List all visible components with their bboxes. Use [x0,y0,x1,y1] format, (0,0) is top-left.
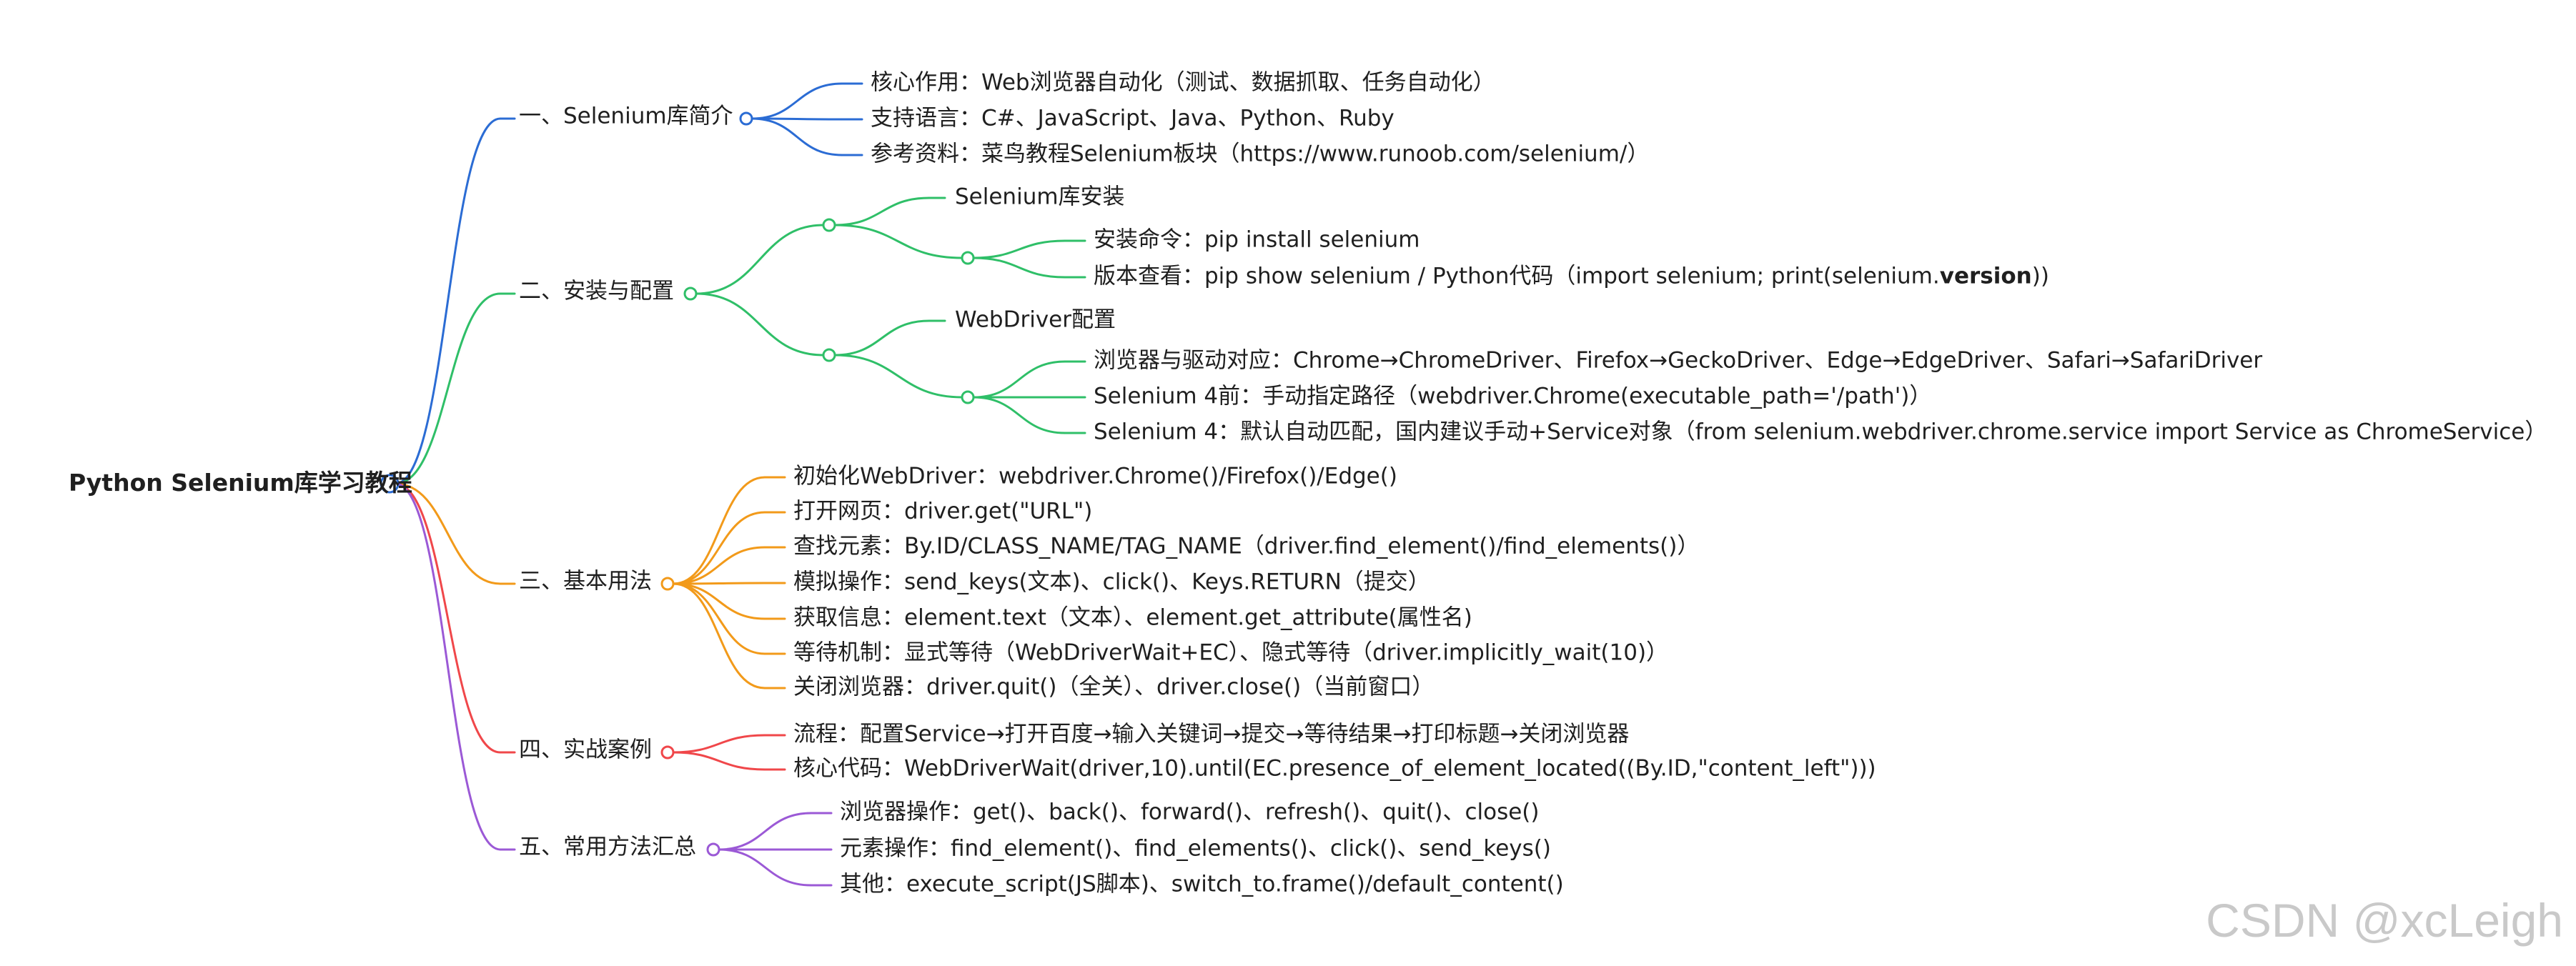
section-3-item-4-branch [672,582,766,585]
section-2-group-2-branch [695,292,825,357]
section-2-group-1-sub-branch [833,224,963,259]
section-2-label: 二、安装与配置 [519,278,674,304]
section-5-node[interactable] [706,842,720,857]
section-4-label: 四、实战案例 [519,737,652,763]
section-3-item-3-branch [672,546,766,585]
section-2-group-1-node[interactable] [822,218,836,232]
section-2-group-2-title: WebDriver配置 [955,307,1116,333]
list-item: 浏览器操作：get()、back()、forward()、refresh()、q… [840,799,1540,825]
section-4-item-1-branch [672,734,766,754]
section-3-node[interactable] [660,577,675,591]
item-text-after: )) [2031,263,2049,289]
section-5-branch [394,482,502,851]
section-2-group-1-branch [695,224,825,295]
section-3-item-1-branch [672,476,766,585]
list-item: 获取信息：element.text（文本）、element.get_attrib… [793,604,1472,631]
section-5-label: 五、常用方法汇总 [519,834,696,860]
list-item: 关闭浏览器：driver.quit()（全关）、driver.close()（当… [793,674,1435,700]
list-item: 参考资料：菜鸟教程Selenium板块（https://www.runoob.c… [871,141,1650,167]
section-1-item-1-branch [750,82,843,120]
list-item: 其他：execute_script(JS脚本)、switch_to.frame(… [840,871,1564,897]
list-item: Selenium 4前：手动指定路径（webdriver.Chrome(exec… [1094,383,1932,409]
section-5-item-1-branch [718,812,813,851]
section-2-group-2-item-1-branch [972,360,1066,399]
section-3-item-7-branch [672,582,766,689]
item-text-bold: version [1939,263,2032,289]
section-2-group-1-item-1-branch [972,239,1066,259]
section-2-group-2-sub-node[interactable] [961,390,975,404]
list-item: 核心代码：WebDriverWait(driver,10).until(EC.p… [793,755,1876,782]
section-2-branch [394,292,502,485]
section-2-group-1-sub-node[interactable] [961,251,975,265]
list-item: 等待机制：显式等待（WebDriverWait+EC）、隐式等待（driver.… [793,639,1669,666]
list-item: Selenium 4：默认自动匹配，国内建议手动+Service对象（from … [1094,419,2547,445]
section-3-item-5-branch [672,582,766,620]
list-item: 支持语言：C#、JavaScript、Java、Python、Ruby [871,105,1394,131]
section-2-group-1-title-branch [833,196,931,226]
section-5-item-3-branch [718,848,813,887]
section-4-item-2-branch [672,751,766,771]
list-item: 元素操作：find_element()、find_elements()、clic… [840,835,1551,862]
list-item: 安装命令：pip install selenium [1094,226,1420,253]
section-3-item-2-branch [672,511,766,585]
root-node-label: Python Selenium库学习教程 [69,469,412,497]
section-2-node[interactable] [683,287,698,301]
section-2-group-2-sub-branch [833,354,963,399]
section-2-group-2-title-branch [833,319,931,357]
root-node[interactable] [380,474,400,494]
list-item: 浏览器与驱动对应：Chrome→ChromeDriver、Firefox→Gec… [1094,347,2263,374]
section-3-item-6-branch [672,582,766,655]
section-4-branch [394,482,502,754]
list-item: 流程：配置Service→打开百度→输入关键词→提交→等待结果→打印标题→关闭浏… [793,721,1630,747]
section-1-node[interactable] [739,111,753,126]
section-3-label: 三、基本用法 [519,568,652,594]
list-item: 模拟操作：send_keys(文本)、click()、Keys.RETURN（提… [793,569,1430,595]
section-2-group-2-item-3-branch [972,396,1066,434]
section-2-group-1-title: Selenium库安装 [955,184,1125,210]
section-1-label: 一、Selenium库简介 [519,103,733,129]
section-1-branch [394,117,502,485]
list-item: 查找元素：By.ID/CLASS_NAME/TAG_NAME（driver.fi… [793,533,1700,559]
section-4-node[interactable] [660,745,675,760]
watermark: CSDN @xcLeigh [2206,894,2563,947]
list-item: 核心作用：Web浏览器自动化（测试、数据抓取、任务自动化） [871,69,1495,96]
list-item: 版本查看：pip show selenium / Python代码（import… [1094,265,2049,287]
section-1-item-3-branch [750,117,843,156]
section-3-branch [394,482,502,585]
item-text-before: 版本查看：pip show selenium / Python代码（import… [1094,263,1940,289]
list-item: 初始化WebDriver：webdriver.Chrome()/Firefox(… [793,463,1397,489]
list-item: 打开网页：driver.get("URL") [793,498,1093,524]
section-2-group-2-node[interactable] [822,348,836,362]
section-2-group-1-item-2-branch [972,257,1066,279]
